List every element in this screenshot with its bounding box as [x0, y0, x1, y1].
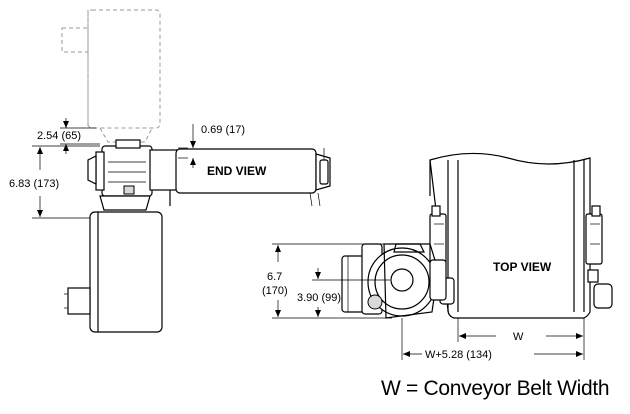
top-view-conveyor [429, 152, 613, 319]
gear-height-label-2: (170) [262, 285, 288, 297]
flange-offset-label: 0.69 (17) [201, 124, 245, 136]
dim-motor-offset [60, 118, 100, 154]
dim-width [457, 318, 585, 342]
motor-offset-label: 2.54 (65) [37, 130, 81, 142]
end-view-drawing: 2.54 (65) 0.69 (17) 6.83 (173) END VIEW [9, 9, 331, 333]
upper-motor-dashed [61, 9, 161, 143]
end-view-gearbox [87, 139, 179, 206]
width-label: W [513, 331, 524, 343]
dim-flange-offset [178, 124, 196, 168]
top-view-drawing: 6.7 (170) 3.90 (99) W W+5.28 (134) TOP V… [262, 152, 613, 361]
dim-end-height [32, 145, 100, 219]
dim-shaft-height [312, 268, 390, 317]
gear-height-label-1: 6.7 [267, 271, 282, 283]
dim-width-plus [401, 318, 585, 360]
shaft-height-label: 3.90 (99) [297, 292, 341, 304]
top-view-gearbox [341, 243, 447, 319]
dim-gear-height [272, 243, 398, 319]
legend-text: W = Conveyor Belt Width [381, 377, 610, 400]
end-view-label: END VIEW [207, 164, 267, 178]
top-view-label: TOP VIEW [493, 260, 552, 274]
width-plus-label: W+5.28 (134) [425, 349, 492, 361]
end-view-conveyor [175, 148, 331, 207]
lower-motor [64, 195, 163, 333]
end-height-label: 6.83 (173) [9, 178, 59, 190]
